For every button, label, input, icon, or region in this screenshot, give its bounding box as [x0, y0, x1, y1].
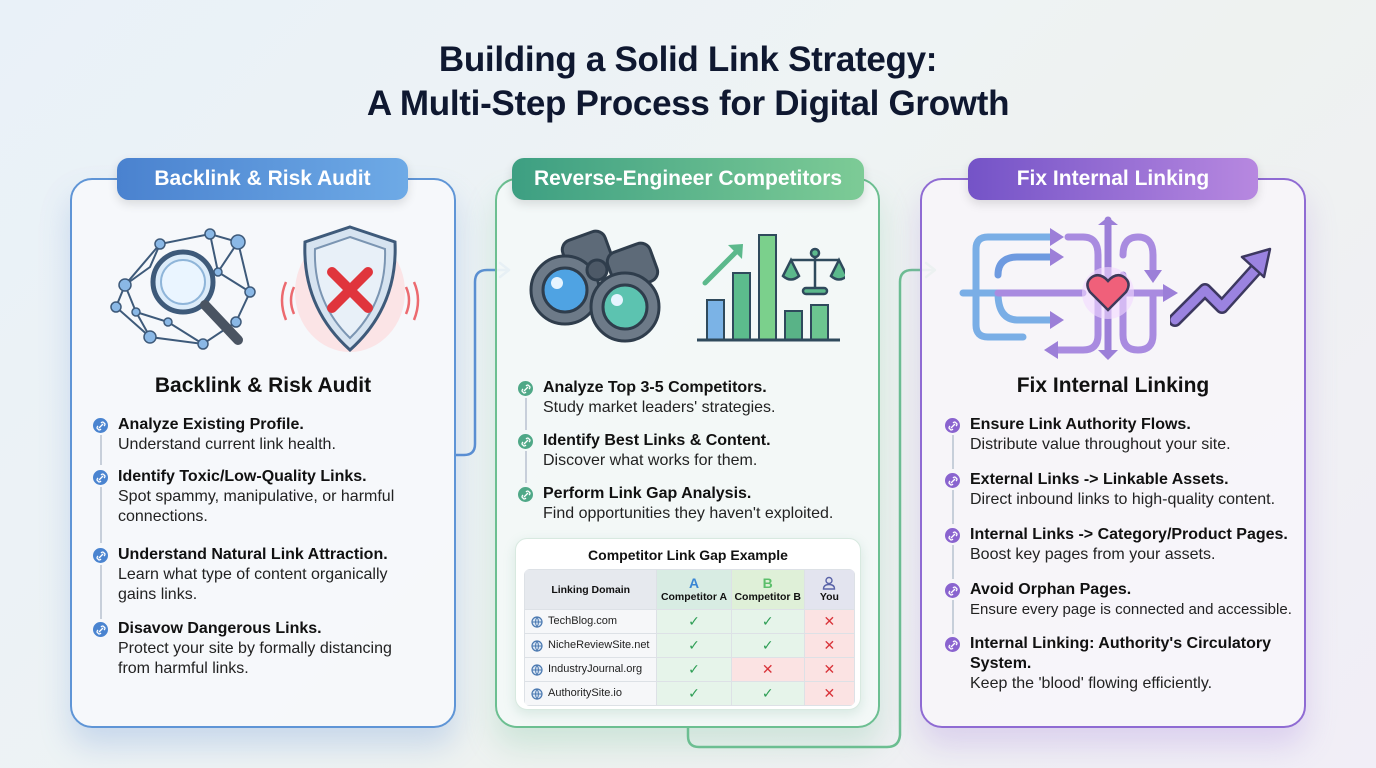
check-icon: ✓ — [656, 657, 732, 682]
link-icon — [945, 528, 960, 543]
list-item: Identify Best Links & Content. Discover … — [518, 431, 868, 484]
list-item: Disavow Dangerous Links. Protect your si… — [93, 619, 443, 679]
link-icon — [518, 381, 533, 396]
section-heading-backlink-audit: Backlink & Risk Audit — [154, 374, 372, 397]
col-header-domain: Linking Domain — [524, 569, 658, 610]
cross-icon: ✕ — [803, 681, 855, 706]
globe-icon — [531, 639, 543, 652]
col-header-competitor-b: B Competitor B — [730, 569, 805, 610]
pill-competitors: Reverse-Engineer Competitors — [512, 158, 864, 200]
cross-icon: ✕ — [803, 633, 855, 658]
competitor-a-logo-icon: A — [688, 575, 700, 591]
list-item: External Links -> Linkable Assets. Direc… — [945, 470, 1300, 525]
title-line-2: A Multi-Step Process for Digital Growth — [366, 84, 1010, 123]
list-item: Perform Link Gap Analysis. Find opportun… — [518, 484, 868, 524]
check-icon: ✓ — [656, 609, 732, 634]
link-icon — [93, 622, 108, 637]
list-item: Understand Natural Link Attraction. Lear… — [93, 545, 443, 619]
link-icon — [945, 637, 960, 652]
internal-linking-list: Ensure Link Authority Flows. Distribute … — [945, 415, 1300, 694]
circulation-arrows-heart-icon — [959, 216, 1178, 360]
section-heading-internal-linking: Fix Internal Linking — [1016, 374, 1210, 397]
network-search-icon — [110, 228, 256, 350]
list-item: Ensure Link Authority Flows. Distribute … — [945, 415, 1300, 470]
table-row: IndustryJournal.org ✓ ✕ ✕ — [524, 657, 855, 682]
cross-icon: ✕ — [730, 657, 805, 682]
list-item: Analyze Top 3-5 Competitors. Study marke… — [518, 378, 868, 431]
globe-icon — [531, 687, 543, 700]
col-header-you: You — [803, 569, 855, 610]
backlink-audit-list: Analyze Existing Profile. Understand cur… — [93, 415, 443, 679]
check-icon: ✓ — [730, 681, 805, 706]
table-row: NicheReviewSite.net ✓ ✓ ✕ — [524, 633, 855, 658]
check-icon: ✓ — [656, 681, 732, 706]
link-icon — [518, 434, 533, 449]
link-gap-table: Linking Domain A Competitor A B Competit… — [524, 569, 855, 706]
pill-backlink-audit: Backlink & Risk Audit — [117, 158, 408, 200]
globe-icon — [531, 663, 543, 676]
cross-icon: ✕ — [803, 609, 855, 634]
link-icon — [945, 418, 960, 433]
link-gap-panel: Competitor Link Gap Example Linking Doma… — [515, 538, 861, 710]
competitors-list: Analyze Top 3-5 Competitors. Study marke… — [518, 378, 868, 524]
page-title: Building a Solid Link Strategy: A Multi-… — [0, 38, 1376, 126]
list-item: Avoid Orphan Pages. Ensure every page is… — [945, 580, 1300, 634]
link-icon — [93, 418, 108, 433]
link-icon — [945, 583, 960, 598]
trend-up-arrow-icon — [1170, 247, 1272, 327]
bar-chart-scale-icon — [697, 234, 845, 342]
link-icon — [93, 548, 108, 563]
competitor-b-logo-icon: B — [762, 575, 773, 591]
check-icon: ✓ — [730, 633, 805, 658]
binoculars-icon — [529, 229, 661, 343]
list-item: Analyze Existing Profile. Understand cur… — [93, 415, 443, 467]
table-row: AuthoritySite.io ✓ ✓ ✕ — [524, 681, 855, 706]
link-icon — [945, 473, 960, 488]
check-icon: ✓ — [656, 633, 732, 658]
list-item: Internal Linking: Authority's Circulator… — [945, 634, 1300, 694]
list-item: Identify Toxic/Low-Quality Links. Spot s… — [93, 467, 443, 545]
link-icon — [518, 487, 533, 502]
col-header-competitor-a: A Competitor A — [656, 569, 732, 610]
table-row: TechBlog.com ✓ ✓ ✕ — [524, 609, 855, 634]
check-icon: ✓ — [730, 609, 805, 634]
globe-icon — [531, 615, 543, 628]
title-line-1: Building a Solid Link Strategy: — [438, 40, 938, 79]
shield-x-icon — [280, 225, 420, 353]
link-gap-title: Competitor Link Gap Example — [588, 547, 788, 563]
list-item: Internal Links -> Category/Product Pages… — [945, 525, 1300, 580]
pill-internal-linking: Fix Internal Linking — [968, 158, 1258, 200]
cross-icon: ✕ — [803, 657, 855, 682]
user-icon — [823, 576, 836, 590]
link-icon — [93, 470, 108, 485]
